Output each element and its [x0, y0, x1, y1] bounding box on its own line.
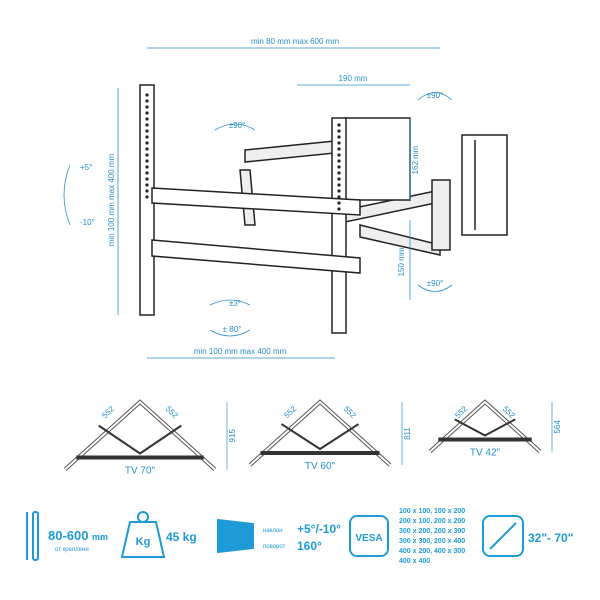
corner-wall	[248, 399, 392, 467]
top-width-label: min 80 mm max 600 mm	[251, 37, 339, 46]
mount-hole	[145, 153, 149, 157]
rotate-label: ± 80°	[223, 325, 242, 334]
depth-label: 564	[553, 420, 562, 434]
tv-panel	[76, 455, 204, 460]
arm	[280, 423, 360, 451]
mount-hole	[145, 147, 149, 151]
corner-view: 552 552 915 TV 70"	[63, 399, 237, 477]
spec-weight: Kg 45 kg	[120, 511, 197, 558]
weight-icon	[120, 521, 166, 558]
diagonal-arrow-icon	[489, 522, 517, 550]
mount-hole	[145, 111, 149, 115]
mount-hole	[145, 117, 149, 121]
side-b-label: 552	[164, 404, 180, 420]
depth-label: 811	[403, 427, 412, 440]
distance-note: от креплени	[55, 547, 89, 553]
vesa-size: 300 x 300, 200 x 400	[399, 538, 465, 545]
mount-hole	[145, 189, 149, 193]
screen-size-value: 32"- 70"	[528, 531, 573, 545]
mount-hole	[145, 123, 149, 127]
mount-hole	[337, 135, 341, 139]
swivel-left-label: ±90°	[229, 121, 246, 130]
mount-hole	[337, 189, 341, 193]
spec-vesa: VESA 100 x 100, 100 x 200 200 x 100, 200 …	[349, 508, 465, 565]
mount-hole	[337, 159, 341, 163]
arm	[454, 418, 516, 437]
tilt-label: наклон	[263, 528, 283, 534]
mount-hole	[337, 141, 341, 145]
vesa-size: 300 x 200, 200 x 300	[399, 528, 465, 535]
wall-plate	[461, 134, 508, 236]
vesa-size: 200 x 100, 200 x 200	[399, 518, 465, 525]
distance-value: 80-600	[48, 528, 88, 543]
mount-hole	[145, 165, 149, 169]
plate-height-label: 162 mm	[411, 145, 420, 174]
mount-hole	[145, 99, 149, 103]
vesa-size: 400 x 200, 400 x 300	[399, 548, 465, 555]
mount-hole	[337, 177, 341, 181]
corner-wall	[428, 399, 542, 453]
depth-label: 915	[228, 429, 237, 443]
mount-hole	[337, 165, 341, 169]
tilt-up-label: +5°	[80, 163, 92, 172]
mount-hole	[145, 195, 149, 199]
vesa-label: VESA	[355, 533, 382, 544]
side-b-label: 552	[342, 404, 358, 420]
arm-width-label: 190 mm	[339, 74, 368, 83]
roll-label: ±3°	[229, 299, 241, 308]
arm-height-label: 150 mm	[397, 247, 406, 276]
mount-hole	[337, 183, 341, 187]
swivel-top-label: ±90°	[427, 91, 444, 100]
wall-icon	[26, 511, 39, 561]
mount-hole	[145, 105, 149, 109]
tilt-down-label: -10°	[80, 218, 95, 227]
spec-screen-size: 32"- 70"	[482, 515, 573, 557]
mount-hole	[337, 207, 341, 211]
mount-hole	[145, 93, 149, 97]
tv-size-label: TV 42"	[470, 448, 501, 459]
tilt-value: +5°/-10°	[297, 522, 341, 536]
vertical-spacing-label: min 100 mm max 400 mm	[107, 153, 116, 246]
weight-icon-label: Kg	[136, 536, 151, 548]
swivel-value: 160°	[297, 539, 322, 553]
arm	[98, 424, 182, 455]
side-a-label: 552	[100, 404, 116, 420]
tv-panel	[260, 451, 380, 455]
mount-hole	[145, 141, 149, 145]
side-a-label: 552	[282, 404, 298, 420]
mount-hole	[337, 201, 341, 205]
corner-view: 552 552 811 TV 60"	[248, 399, 412, 472]
spec-distance: 80-600 mm от креплени	[26, 511, 108, 561]
swivel-right-label: ±90°	[427, 279, 444, 288]
mount-hole	[337, 123, 341, 127]
distance-unit: mm	[92, 532, 108, 542]
vesa-size: 400 x 400	[399, 558, 430, 565]
tv-brackets	[139, 84, 361, 334]
articulating-arms	[239, 117, 451, 256]
mount-hole	[145, 135, 149, 139]
tv-size-label: TV 70"	[125, 466, 156, 477]
horizontal-spacing-label: min 100 mm max 400 mm	[194, 347, 287, 356]
mount-hole	[337, 129, 341, 133]
mount-hole	[337, 153, 341, 157]
mount-hole	[337, 195, 341, 199]
mount-hole	[145, 129, 149, 133]
mount-hole	[145, 183, 149, 187]
mount-hole	[145, 171, 149, 175]
mount-hole	[337, 147, 341, 151]
tv-size-label: TV 60"	[305, 461, 336, 472]
mount-hole	[337, 171, 341, 175]
weight-value: 45 kg	[166, 530, 197, 544]
swivel-label: поворот	[263, 544, 286, 550]
mount-hole	[145, 177, 149, 181]
tv-panel	[438, 437, 532, 442]
spec-tilt-swivel: наклон +5°/-10° поворот 160°	[217, 518, 341, 554]
vesa-size: 100 x 100, 100 x 200	[399, 508, 465, 515]
tv-tilt-icon	[217, 518, 254, 554]
mount-hole	[145, 159, 149, 163]
